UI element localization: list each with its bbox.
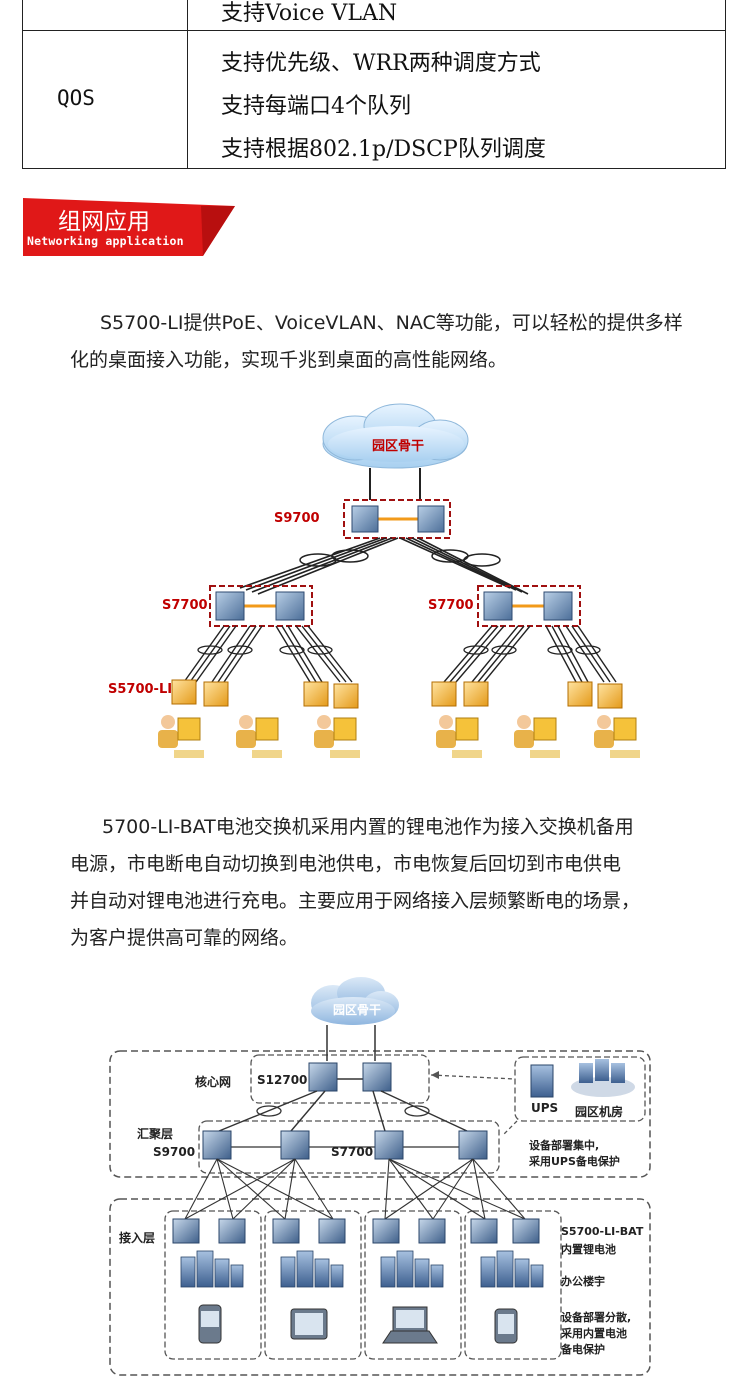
section-title: 组网应用 — [58, 209, 150, 235]
agg-note-2: 采用UPS备电保护 — [529, 1155, 620, 1168]
cloud-label: 园区骨干 — [333, 1003, 382, 1017]
spec-table: 支持Voice VLAN QOS 支持优先级、WRR两种调度方式 支持每端口4个… — [22, 0, 726, 169]
access-switch-icon — [218, 1218, 246, 1244]
intro-paragraph: S5700-LI提供PoE、VoiceVLAN、NAC等功能，可以轻松的提供多样… — [70, 305, 710, 379]
core-switch-icon — [362, 1062, 392, 1092]
qos-feature-3: 支持根据802.1p/DSCP队列调度 — [221, 137, 546, 162]
agg-switch-icon — [374, 1130, 404, 1160]
agg-left-device-label: S9700 — [153, 1145, 196, 1159]
network-diagram-2: 园区骨干 核心网 S12700 汇聚层 S9700 S7700 UPS 园区机房… — [105, 975, 655, 1385]
network-diagram-1: 园区骨干 S9700 S7700 S7700 S5700-LI — [100, 400, 660, 780]
core-device-label: S12700 — [257, 1073, 308, 1087]
core-switch-icon — [351, 505, 379, 533]
paragraph-line: 化的桌面接入功能，实现千兆到桌面的高性能网络。 — [70, 349, 508, 371]
paragraph-line: 5700-LI-BAT电池交换机采用内置的锂电池作为接入交换机备用 — [102, 816, 634, 838]
access-switch-icon — [272, 1218, 300, 1244]
access-switch-icon — [597, 683, 623, 709]
core-switch-icon — [308, 1062, 338, 1092]
access-switch-icon — [470, 1218, 498, 1244]
office-building-icon — [280, 1250, 344, 1288]
access-switch-icon — [463, 681, 489, 707]
bat-label-1: S5700-LI-BAT — [561, 1225, 644, 1238]
paragraph-line: S5700-LI提供PoE、VoiceVLAN、NAC等功能，可以轻松的提供多样 — [100, 312, 683, 334]
battery-paragraph: 5700-LI-BAT电池交换机采用内置的锂电池作为接入交换机备用 电源，市电断… — [70, 809, 710, 957]
ups-icon — [530, 1064, 554, 1098]
access-switch-icon — [303, 681, 329, 707]
qos-feature-1: 支持优先级、WRR两种调度方式 — [221, 51, 541, 76]
bat-label-2: 内置锂电池 — [561, 1243, 616, 1256]
agg-switch-icon — [458, 1130, 488, 1160]
access-note-2: 采用内置电池 — [561, 1327, 627, 1340]
office-label: 办公楼宇 — [561, 1275, 605, 1288]
access-switch-icon — [318, 1218, 346, 1244]
agg-switch-icon — [275, 591, 305, 621]
access-switch-icon — [567, 681, 593, 707]
datacenter-label: 园区机房 — [575, 1105, 624, 1119]
user-pc-icons — [158, 715, 640, 758]
agg-switch-icon — [215, 591, 245, 621]
access-note-1: 设备部署分散, — [561, 1311, 632, 1324]
access-label: S5700-LI — [108, 682, 173, 697]
cloud-icon — [322, 403, 469, 469]
access-layer-label: 接入层 — [119, 1231, 156, 1245]
cloud-icon — [311, 977, 399, 1025]
core-switch-icon — [417, 505, 445, 533]
voice-vlan-feature: 支持Voice VLAN — [221, 1, 398, 26]
agg-switch-icon — [280, 1130, 310, 1160]
section-banner: 组网应用 Networking application — [23, 198, 235, 256]
agg-note-1: 设备部署集中, — [529, 1139, 600, 1152]
topology-graphic-2 — [109, 977, 651, 1376]
agg-switch-icon — [483, 591, 513, 621]
paragraph-line: 为客户提供高可靠的网络。 — [70, 927, 299, 949]
agg-right-device-label: S7700 — [331, 1145, 374, 1159]
qos-feature-2: 支持每端口4个队列 — [221, 94, 411, 119]
section-subtitle: Networking application — [27, 234, 184, 248]
laptop-icon — [382, 1330, 438, 1344]
access-switch-icon — [418, 1218, 446, 1244]
table-row-divider — [23, 30, 725, 31]
agg-layer-label: 汇聚层 — [137, 1127, 174, 1141]
office-building-icon — [380, 1250, 444, 1288]
access-switch-icon — [203, 681, 229, 707]
table-column-divider — [187, 0, 188, 168]
paragraph-line: 电源，市电断电自动切换到电池供电，市电恢复后回切到市电供电 — [70, 853, 622, 875]
qos-label: QOS — [57, 86, 95, 110]
agg-switch-icon — [202, 1130, 232, 1160]
access-switch-icon — [431, 681, 457, 707]
agg-right-label: S7700 — [428, 598, 474, 613]
agg-left-label: S7700 — [162, 598, 208, 613]
agg-switch-icon — [543, 591, 573, 621]
cloud-label: 园区骨干 — [372, 439, 425, 454]
ups-label: UPS — [531, 1101, 559, 1115]
datacenter-icon — [571, 1059, 635, 1097]
office-building-icon — [180, 1250, 244, 1288]
access-switch-icon — [372, 1218, 400, 1244]
core-label: S9700 — [274, 511, 320, 526]
access-switch-icon — [333, 683, 359, 709]
core-layer-label: 核心网 — [195, 1075, 232, 1089]
paragraph-line: 并自动对锂电池进行充电。主要应用于网络接入层频繁断电的场景， — [70, 890, 641, 912]
banner-shape — [23, 198, 235, 256]
access-switch-icon — [171, 679, 197, 705]
office-building-icon — [480, 1250, 544, 1288]
access-note-3: 备电保护 — [561, 1343, 605, 1356]
topology-graphic — [158, 403, 640, 758]
access-switch-icon — [512, 1218, 540, 1244]
access-switch-icon — [172, 1218, 200, 1244]
